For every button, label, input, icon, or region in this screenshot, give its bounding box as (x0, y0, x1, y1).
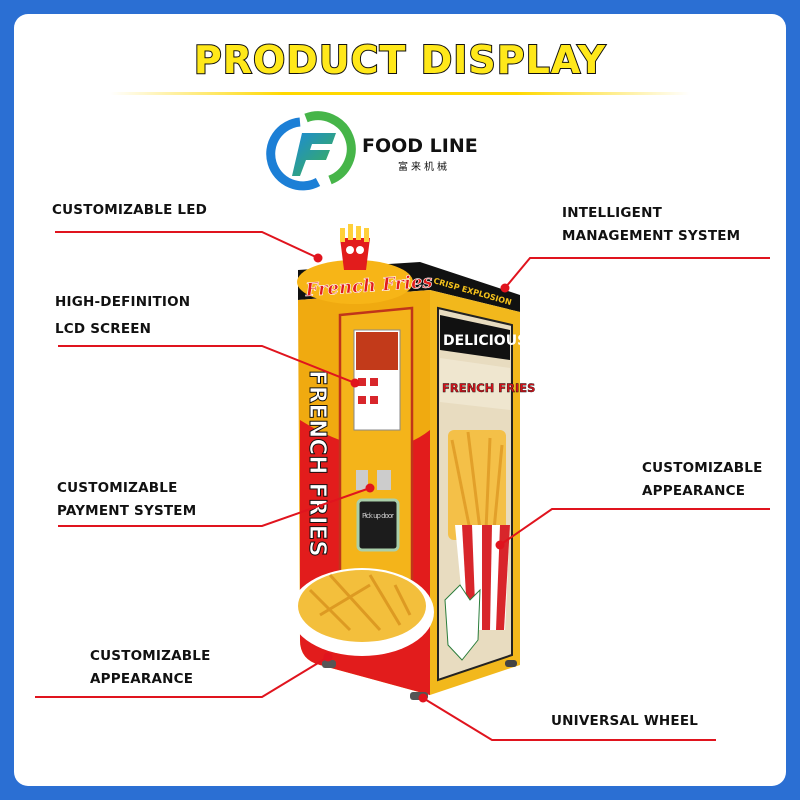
callout-lcd-line1: HIGH-DEFINITION (55, 294, 191, 310)
callout-lcd-line2: LCD SCREEN (55, 321, 152, 337)
fries-mascot-icon (340, 224, 370, 270)
callout-management-line2: MANAGEMENT SYSTEM (562, 228, 741, 244)
brand-name: FOOD LINE (362, 135, 478, 157)
callout-appearance-right: CUSTOMIZABLE APPEARANCE (642, 457, 763, 503)
callout-appearance-left-line1: CUSTOMIZABLE (90, 648, 211, 664)
callout-wheel: UNIVERSAL WHEEL (551, 710, 698, 733)
led-sign-text: French Fries (304, 271, 433, 301)
title-divider (110, 92, 690, 95)
callout-wheel-text: UNIVERSAL WHEEL (551, 713, 699, 729)
callout-management: INTELLIGENT MANAGEMENT SYSTEM (562, 202, 740, 248)
callout-appearance-right-line2: APPEARANCE (642, 483, 746, 499)
callout-led: CUSTOMIZABLE LED (52, 199, 207, 222)
fries-cup-image (444, 430, 510, 661)
callout-led-text: CUSTOMIZABLE LED (52, 202, 208, 218)
wheel-icon (322, 660, 336, 668)
payment-slot-icon (356, 470, 368, 490)
led-sign (297, 260, 413, 304)
callout-appearance-right-line1: CUSTOMIZABLE (642, 460, 763, 476)
brand-name-cn: 富来机械 (398, 162, 450, 173)
card-reader-icon (377, 470, 391, 490)
fries-plate-image (290, 568, 434, 656)
front-vertical-text: FRENCH FRIES (304, 370, 330, 557)
side-text-delicious: DELICIOUS (443, 333, 527, 349)
side-text-french-fries: FRENCH FRIES (442, 381, 535, 395)
callout-payment-line2: PAYMENT SYSTEM (57, 503, 197, 519)
pickup-door[interactable] (356, 498, 400, 552)
page-title: PRODUCT DISPLAY (193, 37, 607, 83)
callout-lcd: HIGH-DEFINITION LCD SCREEN (55, 289, 190, 343)
pickup-door-label: Pick up door (362, 512, 394, 520)
wheel-icon (410, 692, 428, 700)
wheel-icon (505, 660, 517, 667)
callout-payment: CUSTOMIZABLE PAYMENT SYSTEM (57, 477, 196, 523)
callout-appearance-left: CUSTOMIZABLE APPEARANCE (90, 645, 211, 691)
callout-management-line1: INTELLIGENT (562, 205, 662, 221)
callout-payment-line1: CUSTOMIZABLE (57, 480, 178, 496)
callout-appearance-left-line2: APPEARANCE (90, 671, 194, 687)
